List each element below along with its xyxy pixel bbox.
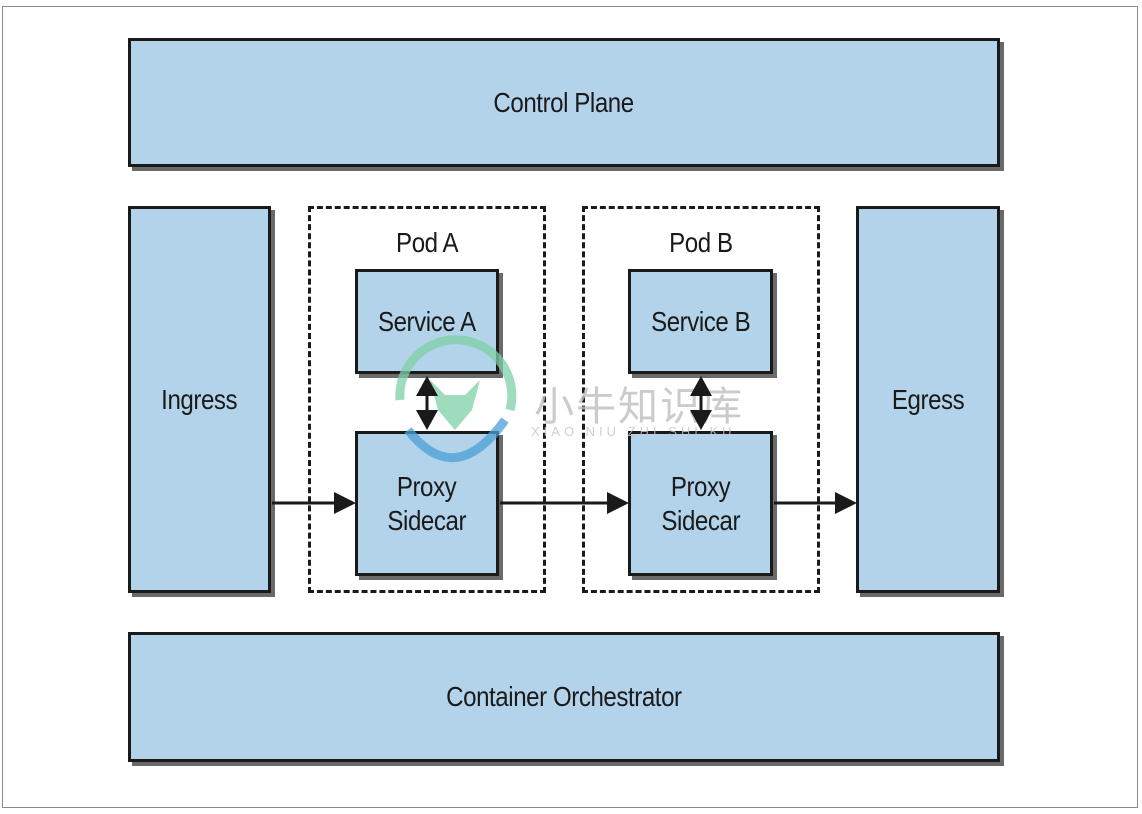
control-plane-box: Control Plane bbox=[128, 38, 1000, 167]
proxy-sidecar-a-box: Proxy Sidecar bbox=[355, 431, 499, 576]
watermark-subtext: XIAO NIU ZHI SHI KU bbox=[531, 424, 736, 439]
service-b-box: Service B bbox=[628, 269, 773, 374]
pod-b-title: Pod B bbox=[669, 227, 733, 258]
proxy-sidecar-b-box: Proxy Sidecar bbox=[628, 431, 773, 576]
ingress-box: Ingress bbox=[128, 206, 271, 593]
control-plane-label: Control Plane bbox=[493, 86, 635, 118]
egress-box: Egress bbox=[856, 206, 1000, 593]
service-a-box: Service A bbox=[355, 269, 499, 374]
proxy-sidecar-a-line1: Proxy bbox=[397, 470, 457, 502]
pod-a-container: Pod A bbox=[308, 206, 546, 593]
egress-label: Egress bbox=[891, 383, 965, 415]
pod-a-title: Pod A bbox=[395, 227, 459, 258]
proxy-sidecar-b-line1: Proxy bbox=[670, 470, 731, 502]
ingress-label: Ingress bbox=[161, 383, 238, 415]
pod-b-container: Pod B bbox=[582, 206, 820, 593]
container-orchestrator-box: Container Orchestrator bbox=[128, 632, 1000, 762]
service-b-label: Service B bbox=[650, 305, 751, 337]
container-orchestrator-label: Container Orchestrator bbox=[446, 681, 682, 712]
proxy-sidecar-a-line2: Sidecar bbox=[387, 504, 467, 536]
proxy-sidecar-b-line2: Sidecar bbox=[661, 504, 740, 536]
service-a-label: Service A bbox=[378, 305, 476, 337]
